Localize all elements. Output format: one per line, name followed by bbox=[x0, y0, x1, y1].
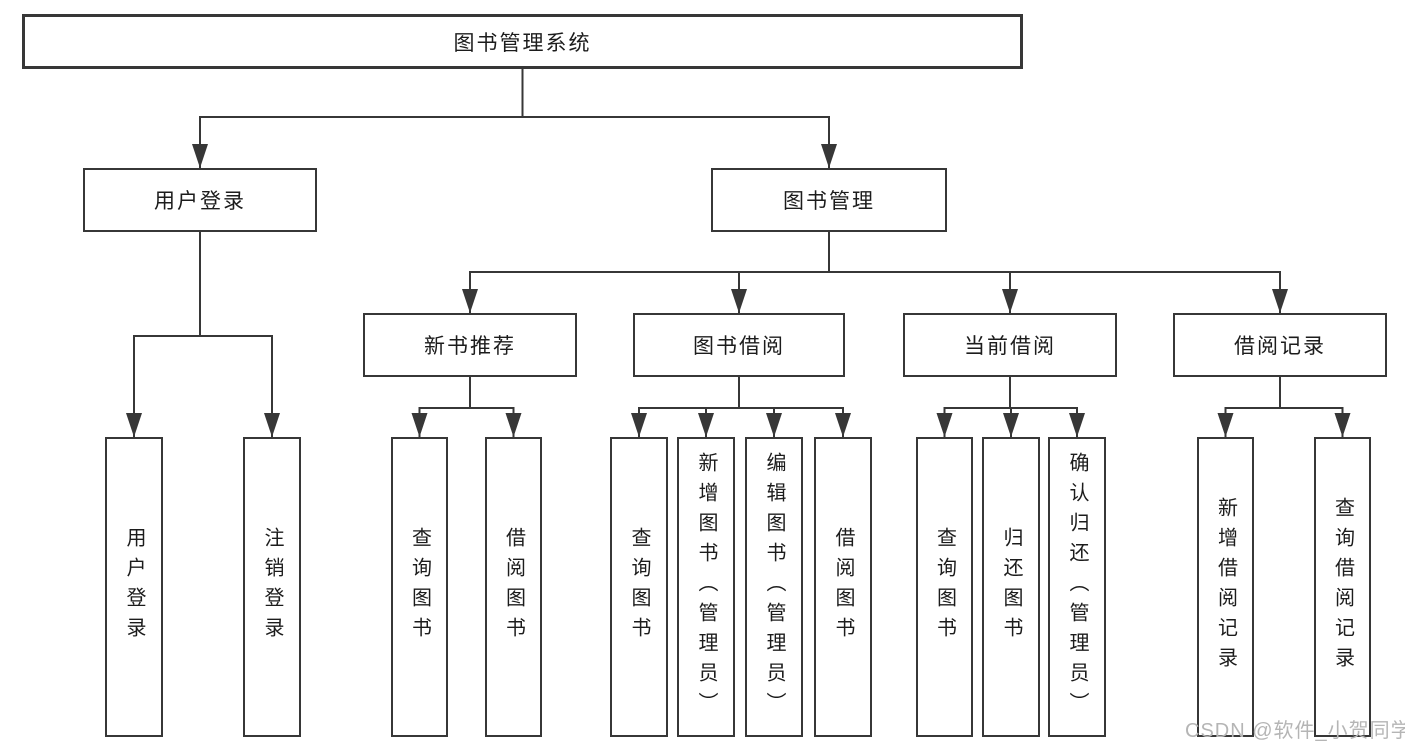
node-current-borrow: 当前借阅 bbox=[903, 313, 1117, 377]
node-label: 图书借阅 bbox=[693, 335, 785, 358]
node-label: 当前借阅 bbox=[964, 335, 1056, 358]
leaf-borrow-book-1: 借阅图书 bbox=[485, 437, 542, 737]
node-book-management: 图书管理 bbox=[711, 168, 947, 232]
connector-borrow-records-to-leaves bbox=[1217, 376, 1351, 438]
leaf-logout: 注销登录 bbox=[243, 437, 301, 737]
connector-root-to-level2 bbox=[192, 68, 837, 169]
node-label: 用户登录 bbox=[154, 190, 246, 213]
leaf-return-book: 归还图书 bbox=[982, 437, 1040, 737]
node-user-login: 用户登录 bbox=[83, 168, 317, 232]
node-book-borrow: 图书借阅 bbox=[633, 313, 845, 377]
node-label: 新增借阅记录 bbox=[1214, 497, 1237, 677]
node-label: 归还图书 bbox=[1000, 527, 1022, 647]
leaf-add-book-admin: 新增图书（管理员） bbox=[677, 437, 735, 737]
leaf-user-login: 用户登录 bbox=[105, 437, 163, 737]
leaf-confirm-return-admin: 确认归还（管理员） bbox=[1048, 437, 1106, 737]
node-label: 图书管理系统 bbox=[453, 31, 592, 55]
node-label: 确认归还（管理员） bbox=[1066, 452, 1088, 722]
node-label: 查询借阅记录 bbox=[1331, 497, 1354, 677]
csdn-watermark: CSDN @软件_小贺同学 bbox=[1185, 720, 1405, 742]
leaf-query-borrow-record: 查询借阅记录 bbox=[1314, 437, 1371, 737]
connector-current-borrow-to-leaves bbox=[936, 376, 1085, 438]
node-root: 图书管理系统 bbox=[22, 14, 1023, 69]
leaf-borrow-book-2: 借阅图书 bbox=[814, 437, 872, 737]
node-label: 借阅记录 bbox=[1234, 335, 1326, 358]
node-label: 用户登录 bbox=[123, 527, 145, 647]
leaf-edit-book-admin: 编辑图书（管理员） bbox=[745, 437, 803, 737]
leaf-add-borrow-record: 新增借阅记录 bbox=[1197, 437, 1254, 737]
node-new-book-recommend: 新书推荐 bbox=[363, 313, 577, 377]
leaf-query-book-3: 查询图书 bbox=[916, 437, 973, 737]
node-label: 图书管理 bbox=[783, 190, 875, 213]
node-label: 查询图书 bbox=[408, 527, 431, 647]
node-label: 借阅图书 bbox=[832, 527, 854, 647]
node-label: 注销登录 bbox=[261, 527, 283, 647]
connector-user-login-to-leaves bbox=[126, 231, 280, 438]
node-label: 编辑图书（管理员） bbox=[763, 452, 785, 722]
connector-book-management-to-level3 bbox=[462, 231, 1288, 314]
connector-new-book-recommend-to-leaves bbox=[411, 376, 522, 438]
leaf-query-book-2: 查询图书 bbox=[610, 437, 668, 737]
node-label: 查询图书 bbox=[933, 527, 956, 647]
node-borrow-records: 借阅记录 bbox=[1173, 313, 1387, 377]
connector-book-borrow-to-leaves bbox=[631, 376, 851, 438]
leaf-query-book-1: 查询图书 bbox=[391, 437, 448, 737]
node-label: 新书推荐 bbox=[424, 335, 516, 358]
node-label: 查询图书 bbox=[628, 527, 650, 647]
node-label: 借阅图书 bbox=[502, 527, 525, 647]
node-label: 新增图书（管理员） bbox=[695, 452, 717, 722]
